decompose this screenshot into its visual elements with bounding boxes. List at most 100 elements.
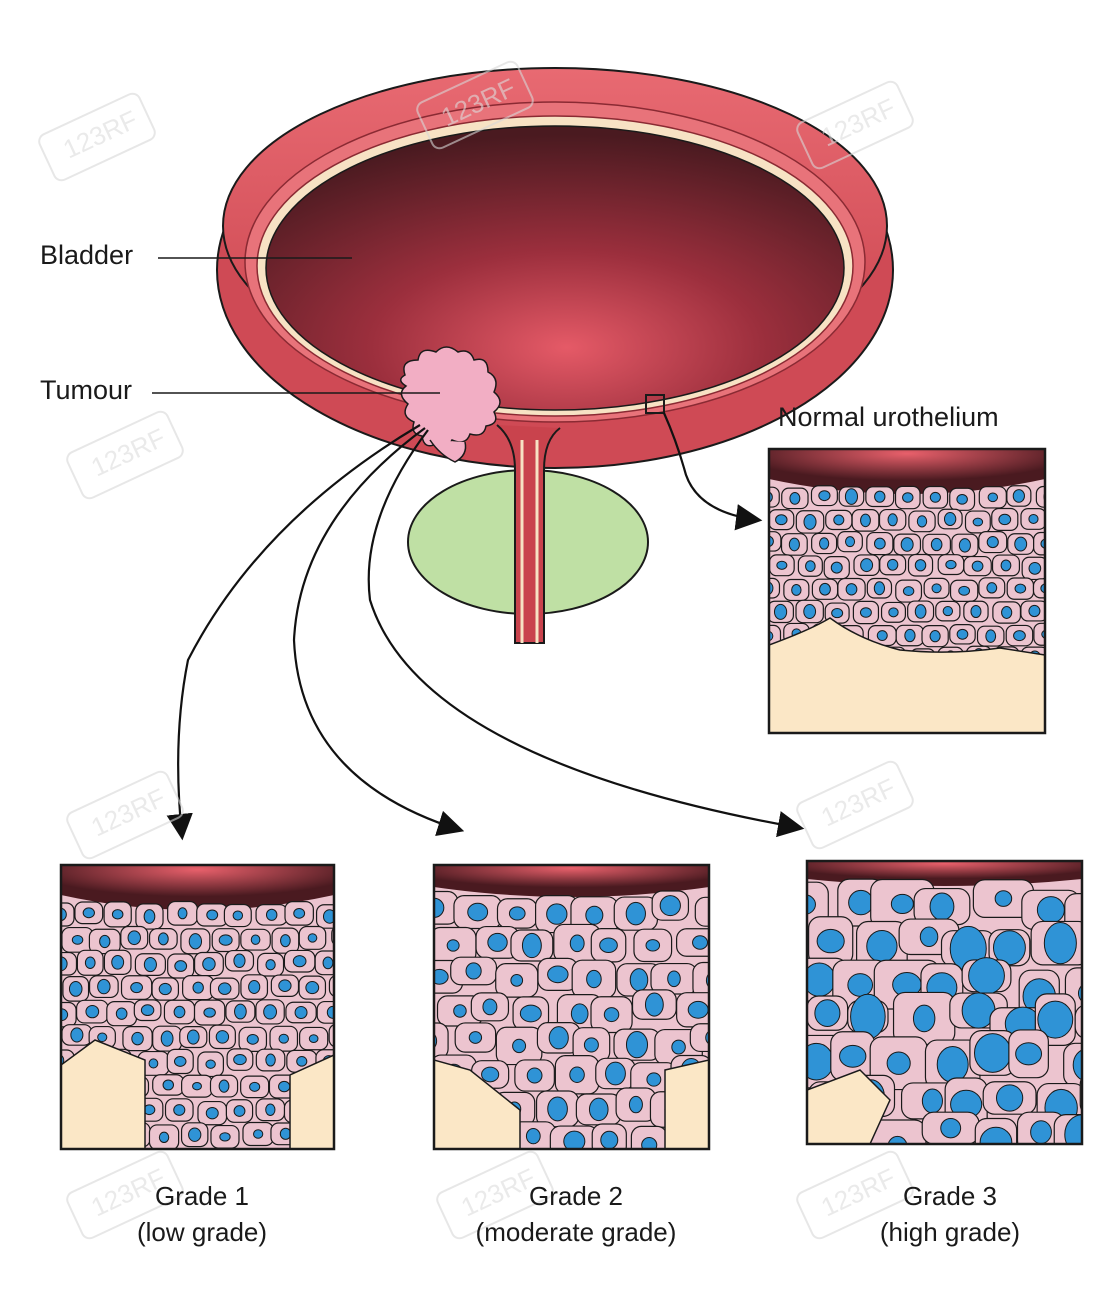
normal-urothelium-label: Normal urothelium: [778, 402, 999, 432]
cell: [1048, 694, 1073, 716]
nucleus: [914, 604, 927, 619]
nucleus: [186, 1029, 200, 1045]
nucleus: [569, 934, 585, 953]
grade-3-title: Grade 3: [903, 1181, 997, 1211]
tumour-label: Tumour: [40, 375, 133, 405]
lumen-strip: [61, 865, 334, 910]
nucleus: [85, 1004, 100, 1019]
cell: [345, 1049, 376, 1073]
nucleus: [526, 1067, 543, 1084]
nucleus: [789, 491, 801, 505]
nucleus: [338, 982, 348, 990]
grade-1-title: Grade 1: [155, 1181, 249, 1211]
nucleus: [859, 607, 872, 618]
arrow-to-grade-3: [367, 429, 805, 838]
nucleus: [919, 926, 939, 948]
nucleus: [888, 607, 899, 618]
nucleus: [278, 1033, 289, 1044]
cell: [344, 903, 370, 925]
nucleus: [192, 1081, 202, 1091]
nucleus: [546, 903, 568, 925]
nucleus: [215, 1030, 230, 1044]
nucleus: [931, 583, 942, 594]
nucleus: [368, 1031, 379, 1044]
nucleus: [887, 513, 898, 527]
cell: [1074, 1005, 1082, 1039]
watermark-5: 123RF: [66, 770, 184, 860]
nucleus: [140, 1004, 155, 1017]
nucleus: [1088, 1012, 1107, 1032]
nucleus: [248, 980, 261, 994]
nucleus: [687, 1000, 709, 1019]
nucleus: [805, 560, 816, 573]
nucleus: [912, 1004, 936, 1033]
nucleus: [97, 978, 111, 995]
nucleus: [1036, 896, 1065, 924]
nucleus: [818, 490, 831, 502]
cell: [331, 1078, 334, 1098]
nucleus: [1014, 536, 1028, 552]
nucleus: [803, 513, 817, 530]
stroma: [434, 1059, 709, 1149]
nucleus: [61, 907, 67, 922]
cell: [1049, 603, 1073, 624]
nucleus: [773, 603, 788, 620]
nucleus: [487, 932, 508, 952]
bladder-label: Bladder: [40, 240, 134, 270]
cell: [1033, 531, 1045, 556]
nucleus: [177, 907, 188, 920]
nucleus: [278, 1080, 291, 1093]
cell: [1063, 1042, 1082, 1088]
nucleus: [956, 628, 969, 640]
nucleus: [305, 981, 320, 995]
nucleus: [510, 974, 524, 987]
nucleus: [1013, 630, 1026, 642]
nucleus: [1041, 629, 1045, 639]
lumen-strip: [434, 865, 709, 897]
nucleus: [586, 969, 602, 989]
nucleus: [355, 1103, 366, 1114]
cell: [714, 930, 753, 964]
grade-3-caption: Grade 3 (high grade): [800, 1178, 1100, 1250]
nucleus: [68, 981, 83, 997]
nucleus: [930, 537, 943, 552]
nucleus: [958, 538, 971, 553]
nucleus: [369, 984, 379, 996]
nucleus: [355, 1054, 366, 1067]
nucleus: [929, 491, 941, 503]
nucleus: [667, 970, 681, 988]
nucleus: [71, 935, 84, 945]
nucleus: [265, 1053, 276, 1067]
nucleus: [929, 630, 941, 643]
nucleus: [205, 1106, 219, 1120]
nucleus: [945, 559, 957, 570]
cell: [692, 961, 709, 1000]
nucleus: [998, 513, 1012, 526]
nucleus: [641, 1137, 658, 1149]
nucleus: [986, 536, 999, 549]
nucleus: [218, 1079, 230, 1093]
nucleus: [839, 1044, 867, 1068]
nucleus: [807, 894, 816, 915]
cell: [1050, 648, 1074, 670]
nucleus: [355, 1010, 365, 1021]
nucleus: [940, 1117, 962, 1139]
cell: [769, 577, 781, 599]
nucleus: [1043, 922, 1077, 965]
nucleus: [265, 1103, 276, 1116]
nucleus: [570, 1003, 589, 1025]
nucleus: [929, 892, 955, 921]
nucleus: [367, 1129, 380, 1141]
cell: [769, 531, 782, 552]
nucleus: [188, 1127, 202, 1142]
cell: [1048, 509, 1075, 528]
nucleus: [280, 934, 291, 948]
cell: [1032, 578, 1045, 599]
nucleus: [848, 889, 874, 916]
stroma: [807, 1069, 891, 1144]
nucleus: [233, 1054, 247, 1066]
grade-1-subtitle: (low grade): [136, 1217, 268, 1247]
nucleus: [162, 1079, 174, 1091]
nucleus: [234, 1003, 247, 1020]
